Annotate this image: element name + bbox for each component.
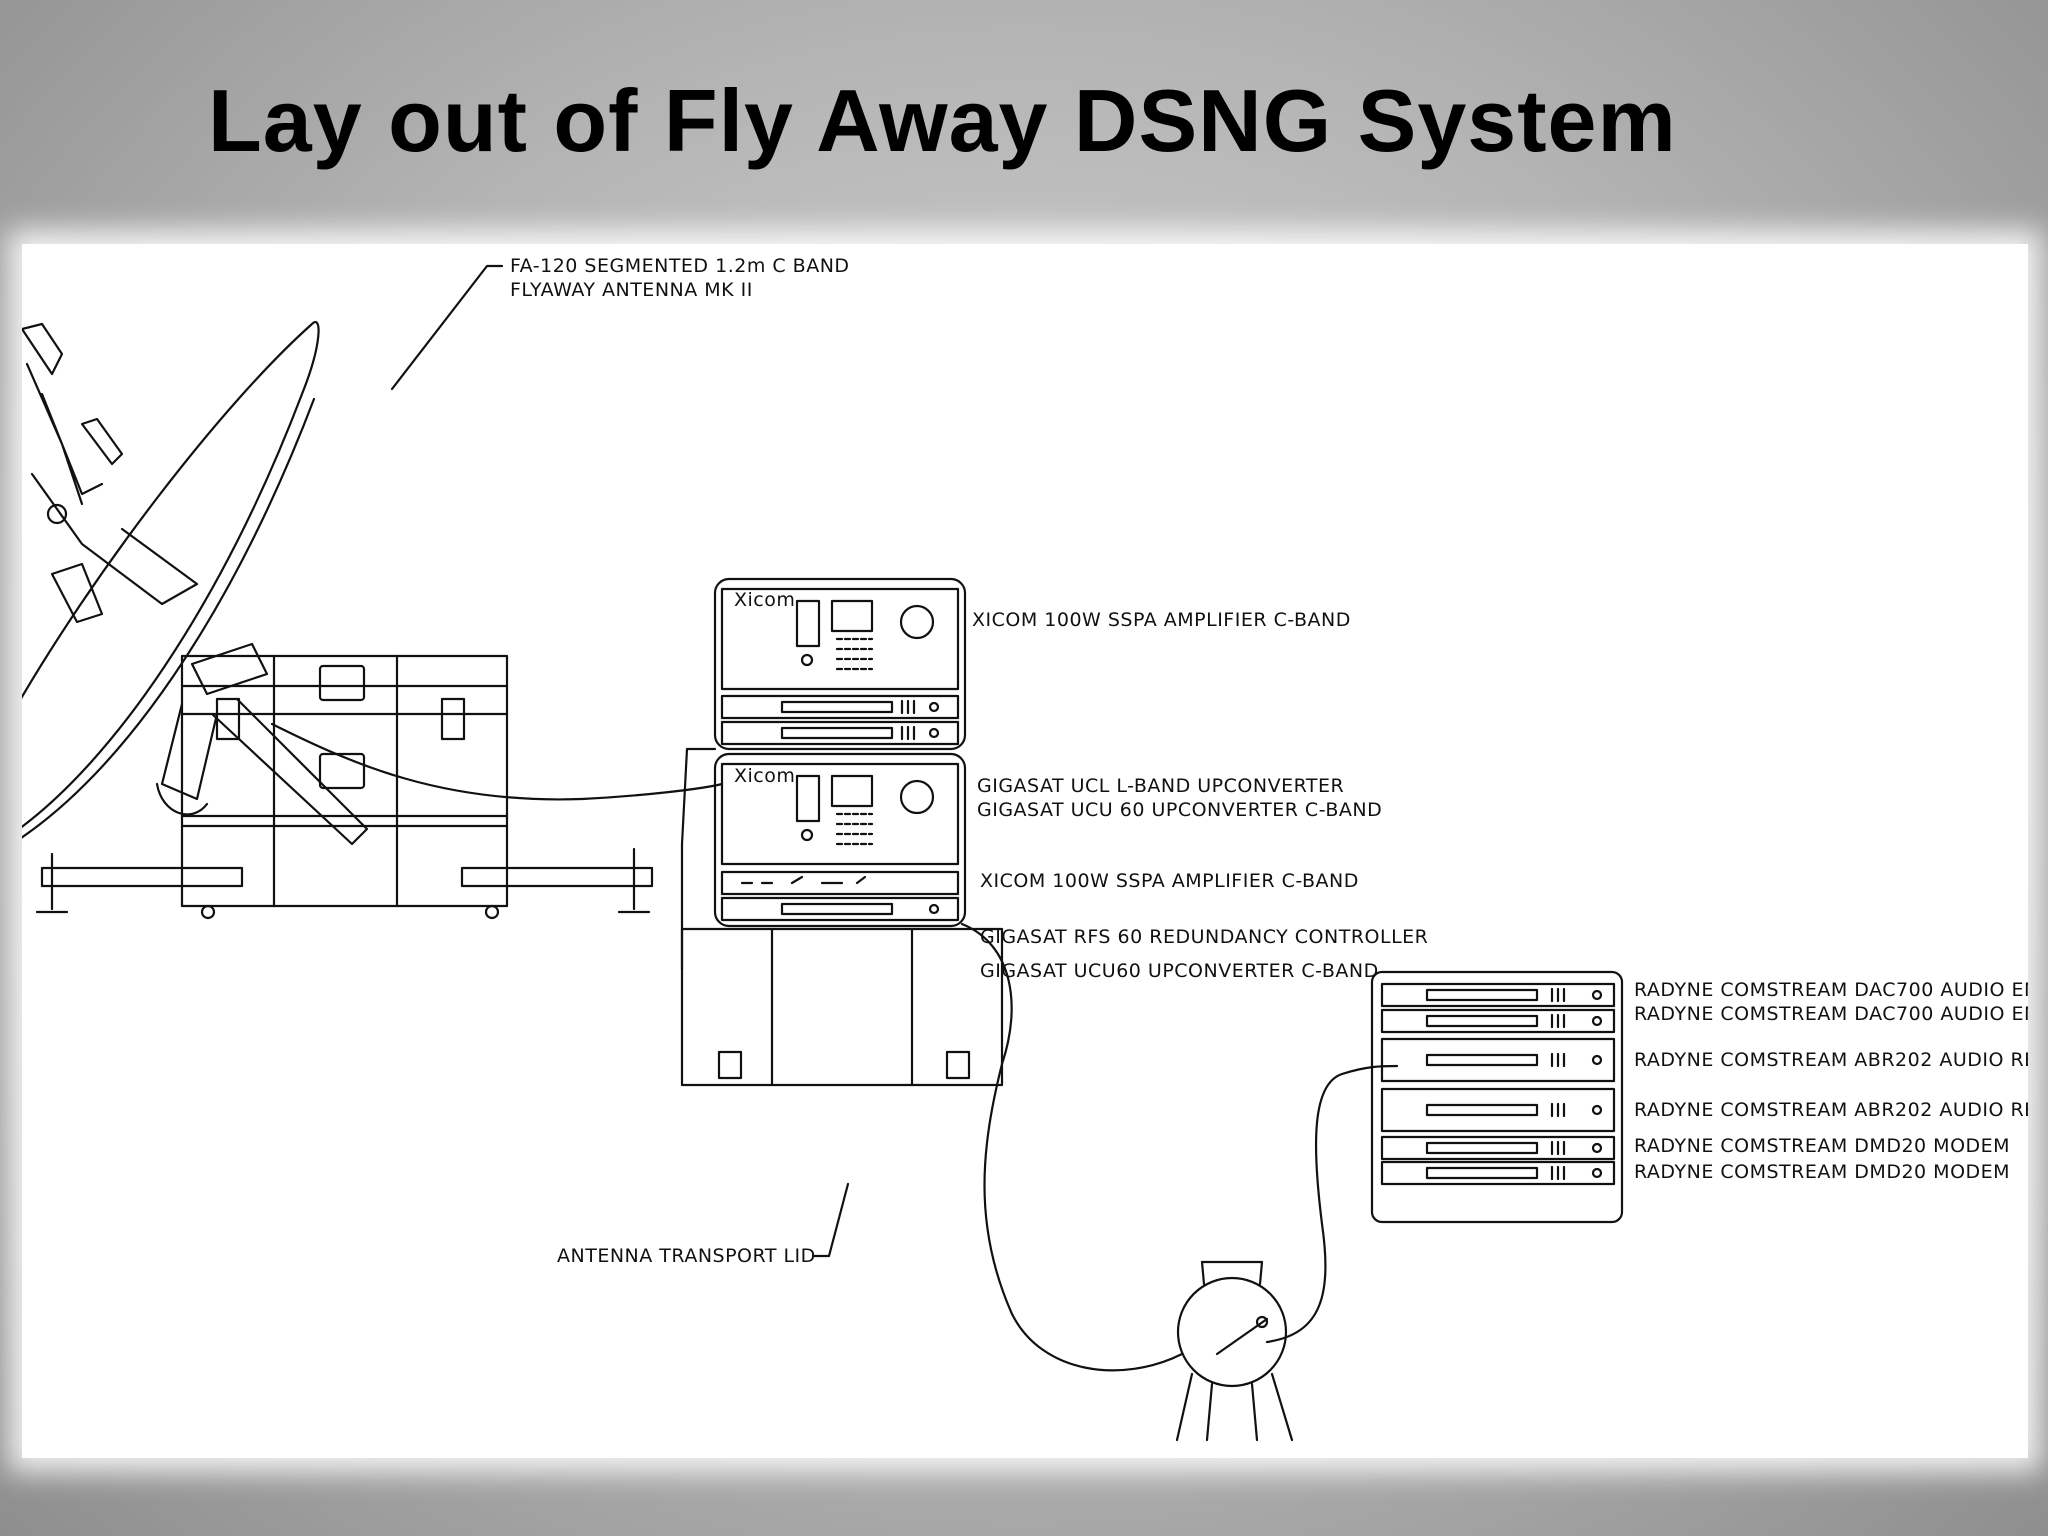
abr202-label-2: RADYNE COMSTREAM ABR202 AUDIO RECIEVER: [1634, 1099, 2028, 1121]
sspa-amplifier-label-1: XICOM 100W SSPA AMPLIFIER C-BAND: [972, 609, 1351, 631]
rfs60-controller-label: GIGASAT RFS 60 REDUNDANCY CONTROLLER: [980, 926, 1428, 948]
antenna-transport-lid-drawing: [680, 927, 1004, 1087]
antenna-support-strut: [210, 697, 369, 846]
xicom-logo-1: Xicom: [734, 589, 795, 611]
xicom-logo-2: Xicom: [734, 765, 795, 787]
antenna-reflector: [22, 321, 320, 829]
ucl-upconverter-label: GIGASAT UCL L-BAND UPCONVERTER: [977, 775, 1344, 797]
cable-reel: [1175, 1260, 1294, 1442]
abr202-label-1: RADYNE COMSTREAM ABR202 AUDIO RECIEVER: [1634, 1049, 2028, 1071]
ucu60-upconverter-label-1: GIGASAT UCU 60 UPCONVERTER C-BAND: [977, 799, 1382, 821]
radyne-rack: [1370, 970, 1624, 1224]
antenna-label-line1: FA-120 SEGMENTED 1.2m C BAND: [510, 255, 850, 277]
antenna-leader-line: [390, 264, 504, 391]
dsng-layout-diagram: Xicom Xicom FA-120 SEGMENTED 1.2m C BAND…: [22, 255, 2028, 1442]
flyaway-antenna: [22, 321, 369, 846]
dac700-label-1: RADYNE COMSTREAM DAC700 AUDIO ENCODER: [1634, 979, 2028, 1001]
sspa-amplifier-label-2: XICOM 100W SSPA AMPLIFIER C-BAND: [980, 870, 1359, 892]
rack-to-reel-cable: [960, 922, 1184, 1372]
diagram-panel: Xicom Xicom FA-120 SEGMENTED 1.2m C BAND…: [22, 244, 2028, 1458]
reel-to-rack-cable: [1265, 1064, 1399, 1344]
dac700-label-2: RADYNE COMSTREAM DAC700 AUDIO ENCODER: [1634, 1003, 2028, 1025]
transport-lid-leader: [811, 1182, 850, 1258]
antenna-transport-case: [35, 654, 654, 920]
dmd20-label-1: RADYNE COMSTREAM DMD20 MODEM: [1634, 1135, 2010, 1157]
lower-rack: [713, 752, 967, 928]
antenna-feed-arm: [25, 362, 104, 506]
transport-lid-label: ANTENNA TRANSPORT LID: [557, 1245, 816, 1267]
slide-title: Lay out of Fly Away DSNG System: [208, 71, 1677, 170]
antenna-feed-cable: [270, 722, 724, 801]
antenna-label-line2: FLYAWAY ANTENNA MK II: [510, 279, 753, 301]
dmd20-label-2: RADYNE COMSTREAM DMD20 MODEM: [1634, 1161, 2010, 1183]
ucu60-upconverter-label-2: GIGASAT UCU60 UPCONVERTER C-BAND: [980, 960, 1379, 982]
upper-rack: [713, 577, 967, 751]
